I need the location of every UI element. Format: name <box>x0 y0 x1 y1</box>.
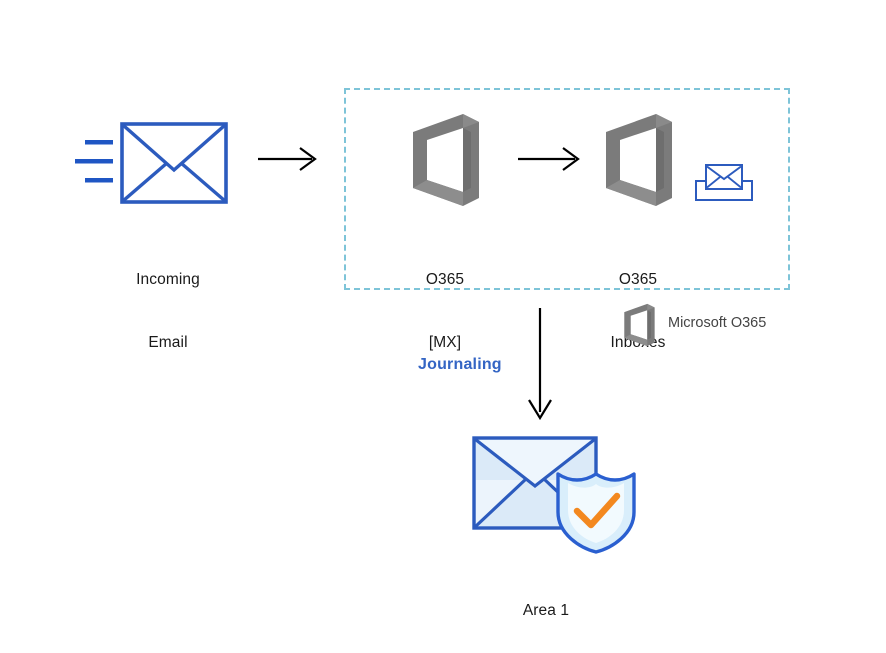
arrow-incoming-to-mx <box>258 146 320 172</box>
shield-check-icon <box>556 472 636 554</box>
journaling-edge-label: Journaling <box>418 356 502 373</box>
o365-mx-caption: O365 [MX] <box>365 227 525 395</box>
motion-lines-icon <box>75 140 113 183</box>
incoming-email-label-line2: Email <box>148 334 188 351</box>
arrow-mx-to-inboxes <box>518 146 584 172</box>
legend-icon-wrapper <box>620 302 658 348</box>
secure-email-shield-icon <box>472 436 636 554</box>
envelope-icon <box>75 122 228 204</box>
legend-label: Microsoft O365 <box>668 315 767 331</box>
office-365-icon <box>413 114 479 206</box>
incoming-email-node <box>75 115 235 210</box>
incoming-email-caption: Incoming Email <box>88 227 248 395</box>
o365-inboxes-node <box>598 110 678 210</box>
arrow-inboxes-to-area1 <box>525 308 555 422</box>
o365-mx-label-line1: O365 <box>425 271 465 288</box>
o365-mx-node <box>405 110 485 210</box>
inbox-tray-icon <box>695 164 753 201</box>
inbox-tray-node <box>694 161 754 203</box>
office-365-icon <box>606 114 672 206</box>
area1-node <box>466 430 641 554</box>
area1-caption: Area 1 email security <box>466 558 626 653</box>
area1-label-line1: Area 1 <box>522 602 570 619</box>
office-365-icon <box>624 303 655 347</box>
o365-mx-label-line2: [MX] <box>428 334 462 351</box>
o365-inboxes-label-line1: O365 <box>618 271 658 288</box>
o365-boundary-zone <box>344 88 790 290</box>
incoming-email-label-line1: Incoming <box>136 271 200 288</box>
